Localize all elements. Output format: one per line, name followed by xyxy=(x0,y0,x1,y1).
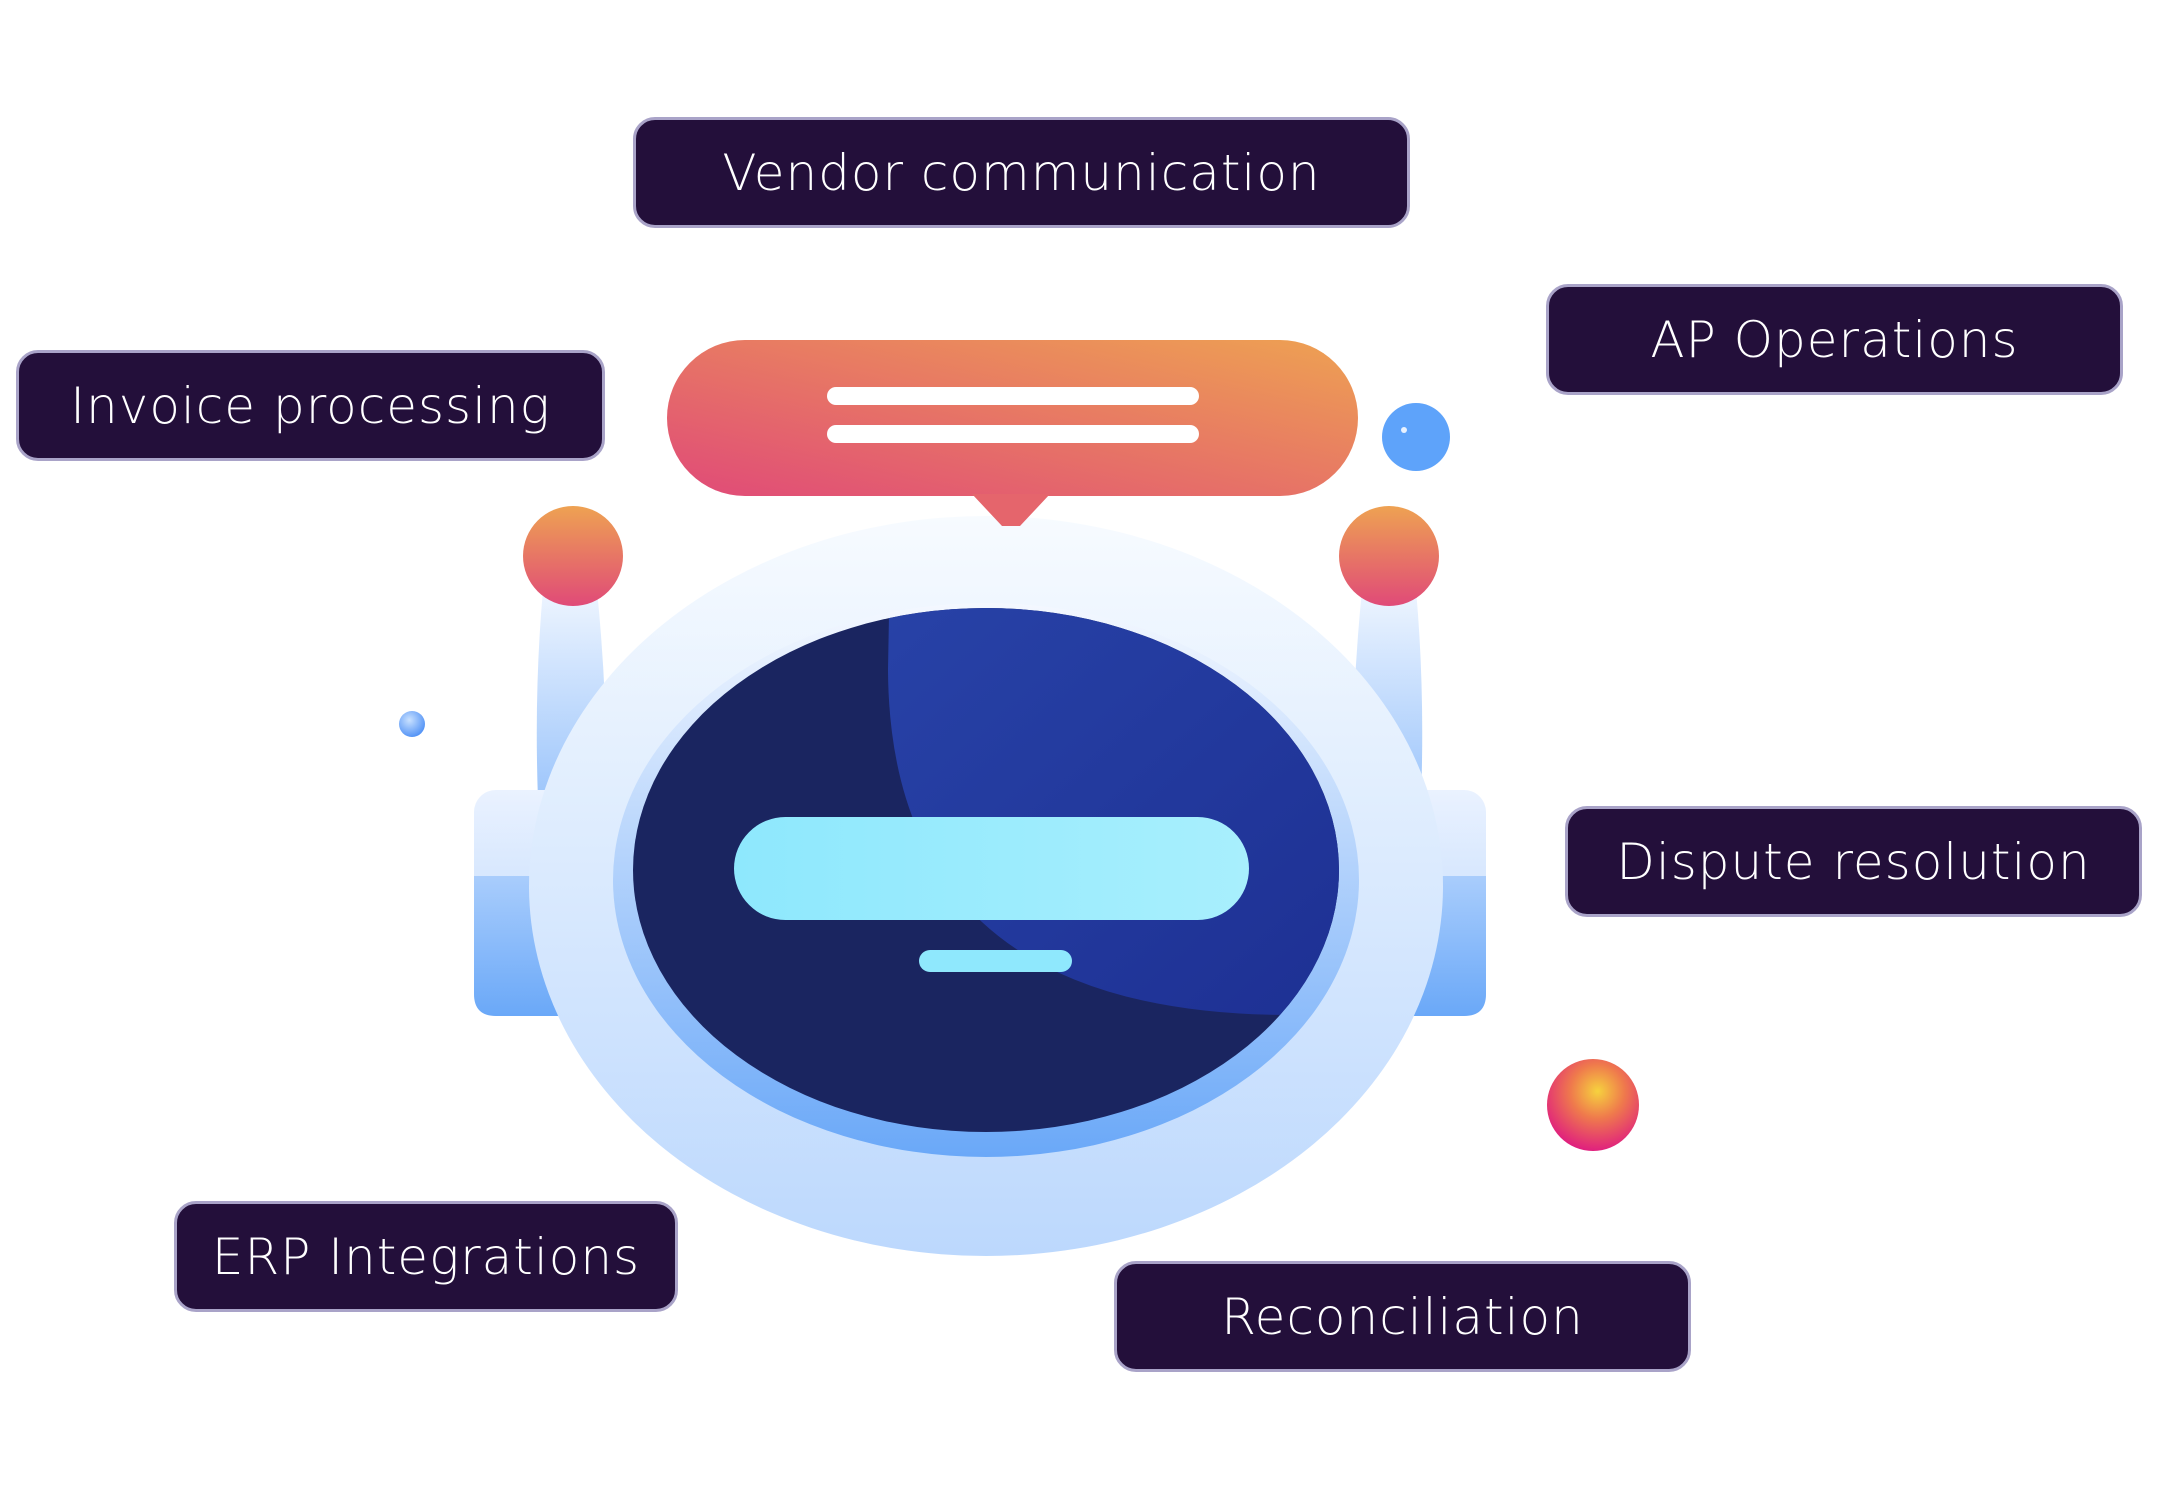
label-dispute-resolution: Dispute resolution xyxy=(1565,806,2142,917)
label-reconciliation: Reconciliation xyxy=(1114,1261,1691,1372)
robot-mouth-bar xyxy=(919,950,1072,972)
robot-eye-bar xyxy=(734,817,1249,920)
label-ap-operations: AP Operations xyxy=(1546,284,2123,395)
speech-bubble-icon xyxy=(667,340,1358,526)
label-vendor-communication: Vendor communication xyxy=(633,117,1410,228)
label-invoice-processing: Invoice processing xyxy=(16,350,605,461)
blue-dot-highlight xyxy=(1401,427,1407,433)
pink-orb xyxy=(1547,1059,1639,1151)
blue-dot-large xyxy=(1382,403,1450,471)
label-erp-integrations: ERP Integrations xyxy=(174,1201,678,1312)
blue-dot-small xyxy=(399,711,425,737)
